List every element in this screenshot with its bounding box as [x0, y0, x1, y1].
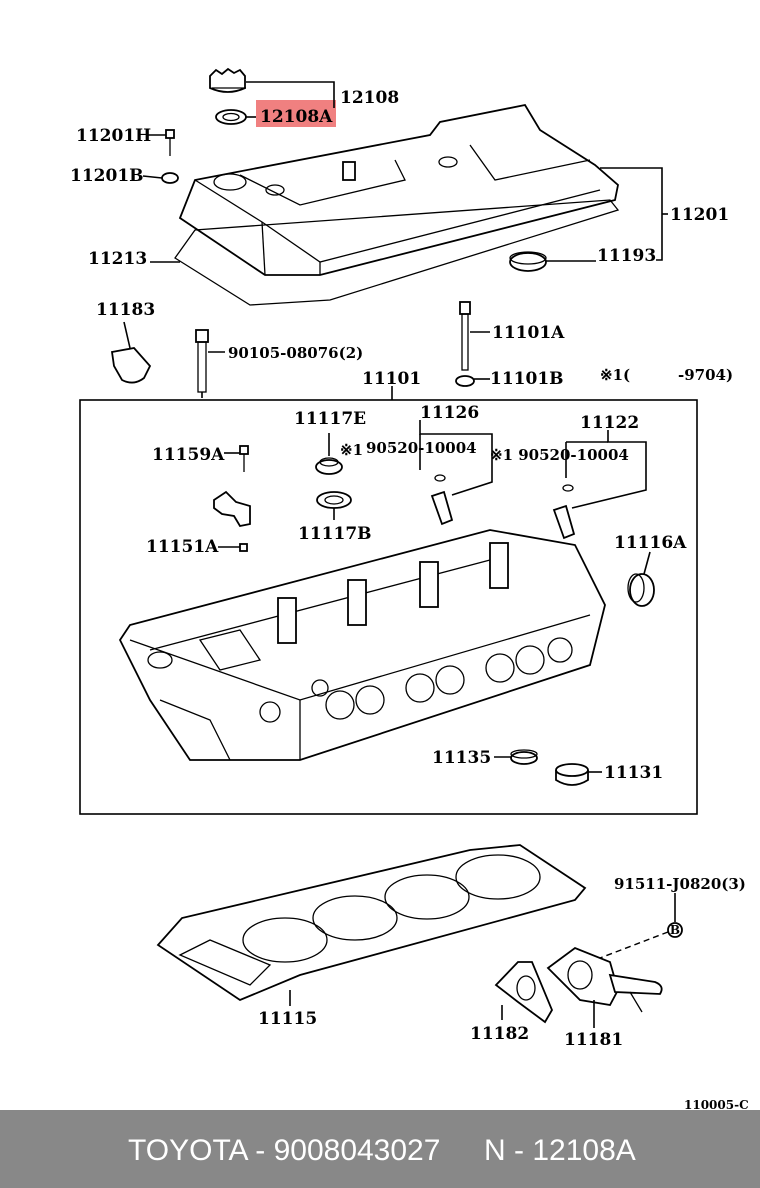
label-11131: 11131 [604, 763, 663, 783]
highlight-box [256, 100, 336, 127]
note-star1: ※1( [600, 366, 630, 384]
cylinder-head[interactable] [118, 529, 606, 761]
valve-cover[interactable] [178, 103, 619, 276]
oil-filler-cap[interactable] [209, 67, 246, 93]
label-11101a: 11101A [492, 323, 565, 343]
pin-11151a[interactable] [239, 543, 248, 552]
label-11115: 11115 [258, 1009, 317, 1029]
label-90105: 90105-08076(2) [228, 344, 363, 362]
label-11101b: 11101B [490, 369, 564, 389]
label-90520-b: ※1 90520-10004 [490, 446, 629, 464]
gasket-11117b[interactable] [316, 491, 352, 509]
bolt-90105[interactable] [195, 329, 209, 393]
label-11201h: 11201H [76, 126, 151, 146]
label-11182: 11182 [470, 1024, 529, 1044]
cap-gasket[interactable] [215, 109, 247, 125]
bracket[interactable] [213, 490, 251, 528]
head-gasket[interactable] [156, 844, 587, 1002]
label-11126: 11126 [420, 403, 479, 423]
label-11213: 11213 [88, 249, 147, 269]
label-11181: 11181 [564, 1030, 623, 1050]
valve-guide-intake[interactable] [430, 490, 454, 526]
label-star-a: ※1 [340, 441, 363, 459]
plug-seal[interactable] [509, 251, 547, 272]
label-11116a: 11116A [614, 533, 687, 553]
cover-gasket[interactable] [174, 199, 620, 306]
label-11201: 11201 [670, 205, 729, 225]
bolt-marker-91511[interactable] [667, 922, 683, 938]
label-12108a: 12108A [260, 107, 333, 127]
label-11151a: 11151A [146, 537, 219, 557]
label-11122: 11122 [580, 413, 639, 433]
label-11117e: 11117E [294, 409, 366, 429]
plug-11135[interactable] [510, 749, 538, 765]
svg-text:B: B [670, 923, 680, 937]
bolt-11201h[interactable] [165, 129, 175, 156]
footer-part-number: TOYOTA - 9008043027 [128, 1134, 441, 1167]
footer-reference: N - 12108A [484, 1134, 636, 1167]
plug-11117e[interactable] [315, 457, 343, 475]
plug-11131[interactable] [555, 763, 589, 786]
gasket-11182[interactable] [494, 961, 554, 1024]
valve-guide-exhaust[interactable] [552, 504, 576, 540]
stud-11101a[interactable] [459, 301, 471, 371]
note-9704: -9704) [678, 366, 733, 384]
grommet-11201b[interactable] [161, 172, 179, 184]
label-11135: 11135 [432, 748, 491, 768]
label-11201b: 11201B [70, 166, 144, 186]
label-90520-a: 90520-10004 [366, 439, 477, 457]
label-12108: 12108 [340, 88, 399, 108]
cam-plug-11183[interactable] [110, 347, 152, 384]
label-11101: 11101 [362, 369, 421, 389]
label-11159a: 11159A [152, 445, 225, 465]
plug-11116a[interactable] [627, 573, 655, 607]
footer-bar: TOYOTA - 9008043027 N - 12108A [0, 1110, 760, 1188]
water-outlet-11181[interactable] [546, 946, 663, 1013]
label-11183: 11183 [96, 300, 155, 320]
diagram-code: 110005-C [684, 1098, 749, 1110]
label-91511: 91511-J0820(3) [614, 875, 746, 893]
cylinder-head-frame [79, 399, 698, 815]
label-11117b: 11117B [298, 524, 372, 544]
bolt-11159a[interactable] [239, 445, 249, 472]
label-11193: 11193 [597, 246, 656, 266]
washer-11101b[interactable] [455, 375, 475, 387]
parts-diagram: B 12108 12108A 11201H 11201B 11201 11213… [70, 67, 749, 1110]
